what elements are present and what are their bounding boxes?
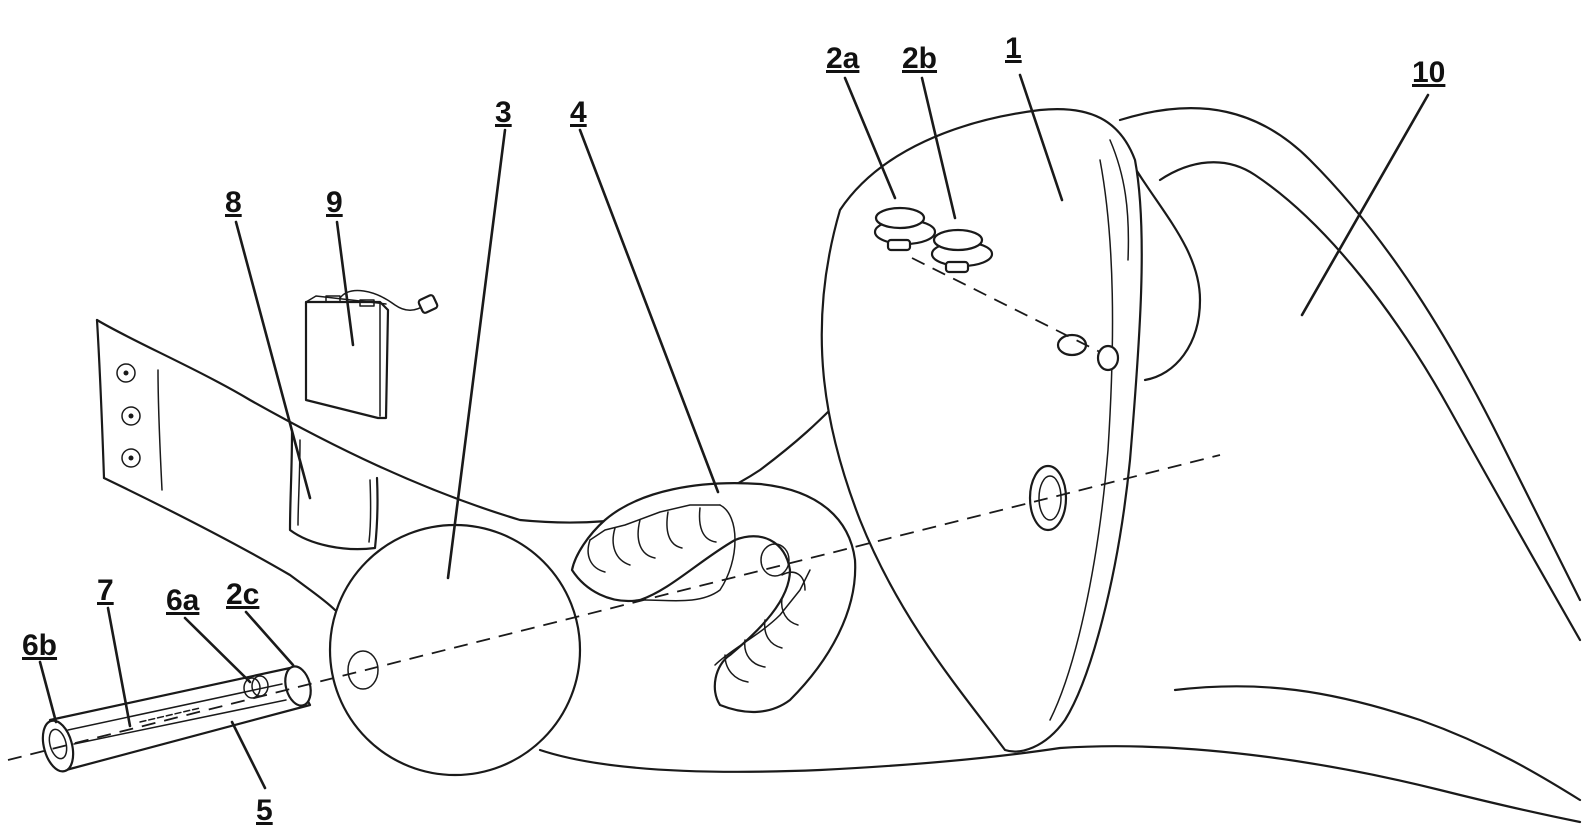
button-2b (930, 228, 994, 274)
assembly-axis (7, 257, 1221, 761)
reference-labels: 1 2a 2b 10 3 4 8 9 7 6a 2c 6b 5 (22, 32, 1445, 827)
label-2b: 2b (902, 42, 937, 75)
label-7: 7 (97, 574, 114, 607)
pillow-body (538, 107, 1582, 824)
button-2a (873, 206, 937, 252)
label-6a: 6a (166, 584, 200, 617)
label-2a: 2a (826, 42, 860, 75)
battery-pack (304, 289, 439, 420)
label-9: 9 (326, 186, 343, 219)
label-3: 3 (495, 96, 512, 129)
cushion (820, 108, 1143, 753)
label-10: 10 (1412, 56, 1445, 89)
label-1: 1 (1005, 32, 1022, 65)
mouthguard (570, 482, 857, 714)
label-6b: 6b (22, 629, 57, 662)
label-2c: 2c (226, 578, 259, 611)
leader-lines (38, 73, 1430, 790)
label-4: 4 (570, 96, 587, 129)
left-sheet (95, 318, 837, 612)
ball (328, 523, 582, 777)
pocket (288, 430, 379, 551)
label-8: 8 (225, 186, 242, 219)
tube (41, 665, 312, 773)
label-5: 5 (256, 794, 273, 827)
